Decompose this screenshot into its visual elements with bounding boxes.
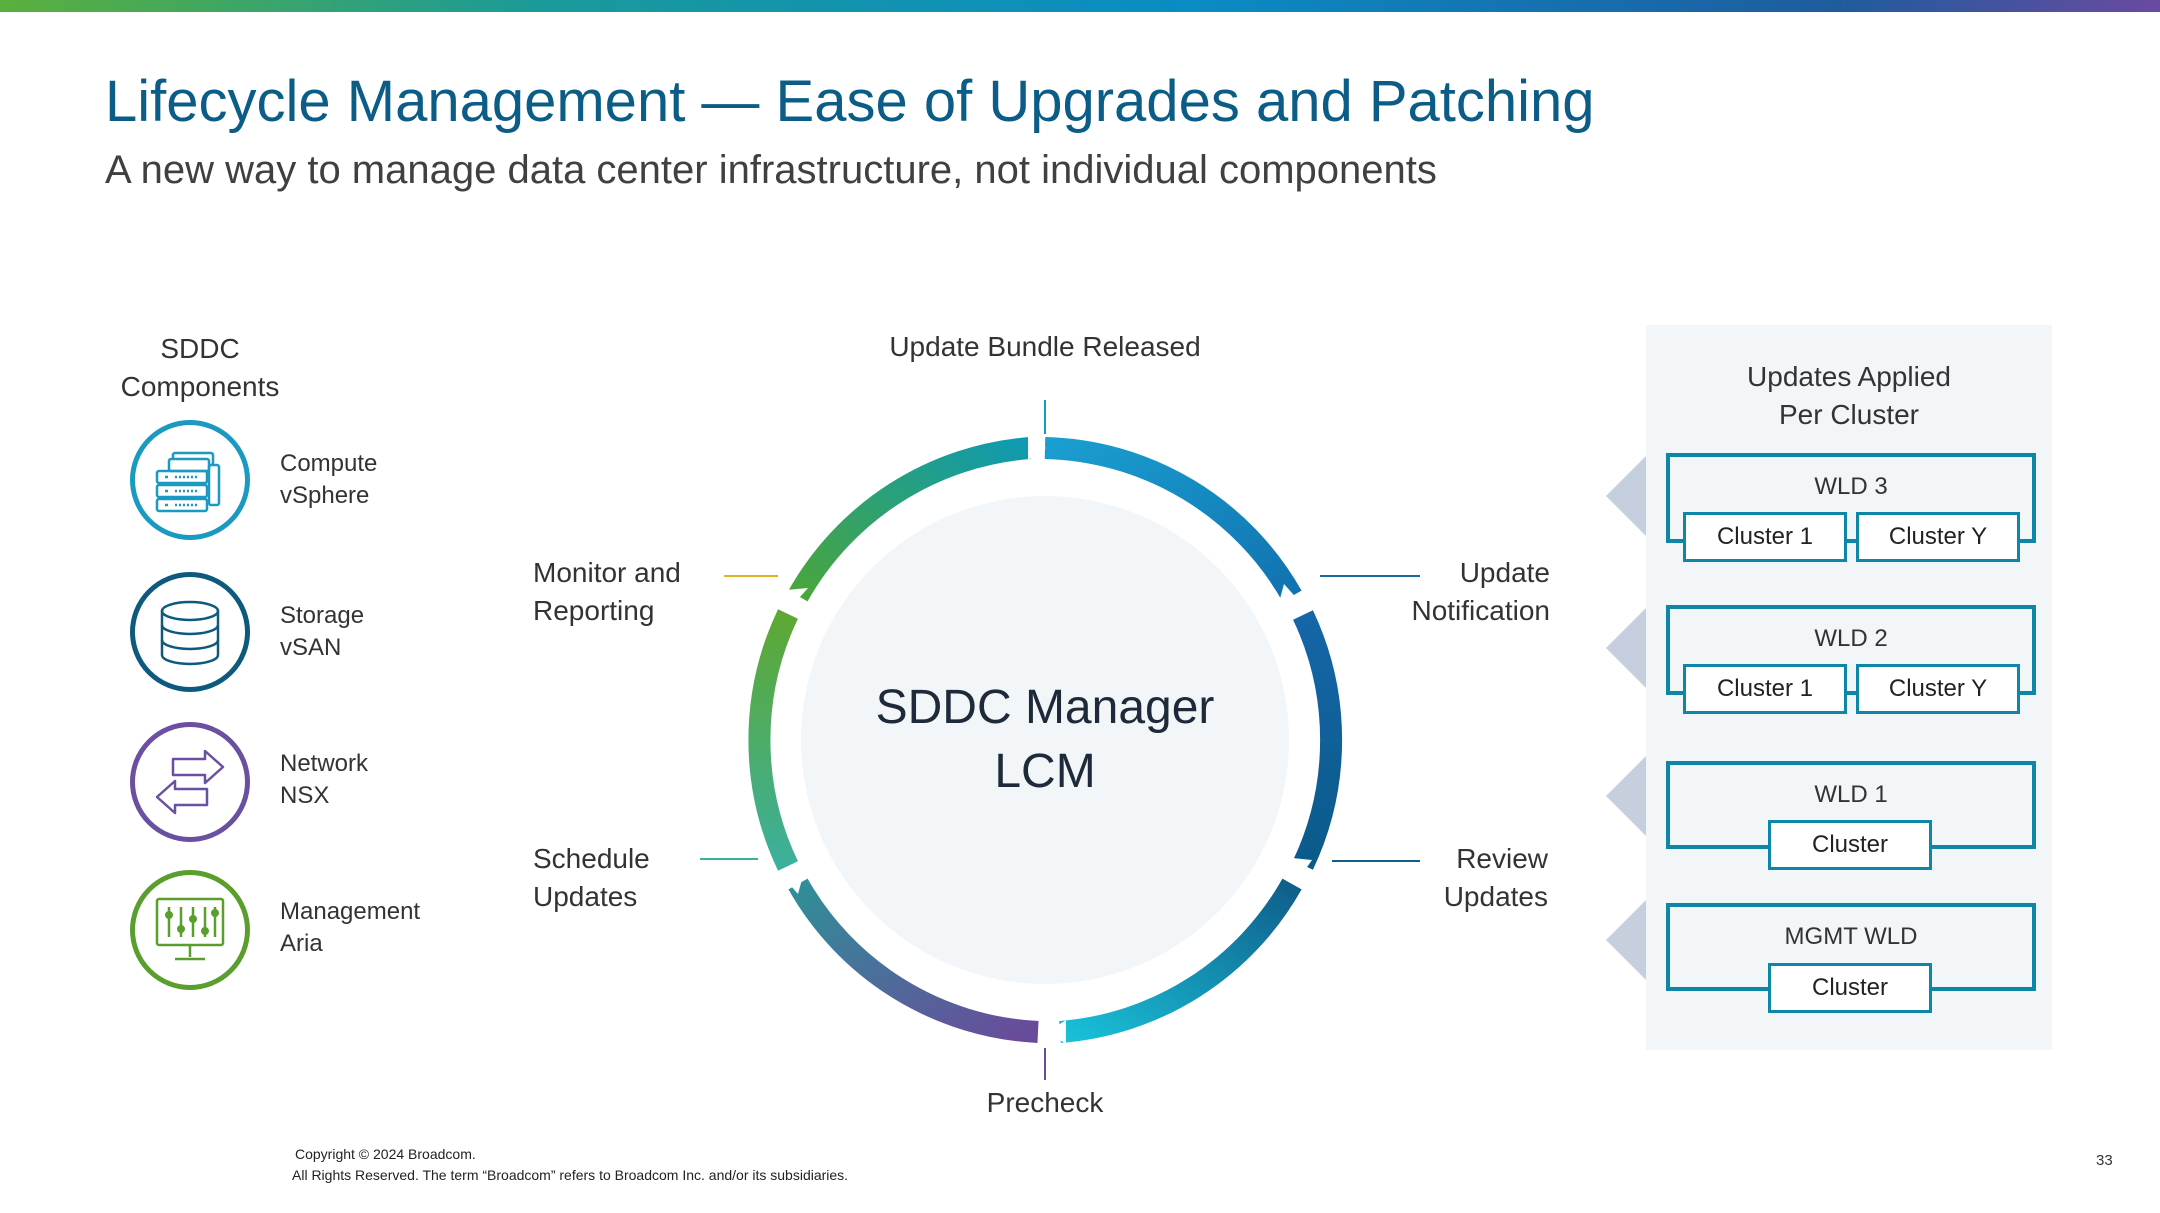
cluster-box: Cluster Y xyxy=(1856,664,2020,714)
ring-segment-review xyxy=(1293,610,1343,870)
rights-text: All Rights Reserved. The term “Broadcom”… xyxy=(292,1167,849,1183)
stage-update-bundle-released: Update Bundle Released xyxy=(889,331,1201,362)
cluster-box: Cluster xyxy=(1768,963,1932,1013)
ring-segment-schedule xyxy=(788,878,1039,1043)
management-label: Management Aria xyxy=(280,898,421,957)
cycle-center-title: SDDC Manager LCM xyxy=(875,681,1215,798)
cluster-box: Cluster Y xyxy=(1856,512,2020,562)
chevron-left-icon xyxy=(1606,456,1646,536)
page-title: Lifecycle Management — Ease of Upgrades … xyxy=(105,69,1595,134)
monitor-sliders-icon xyxy=(155,897,225,961)
copyright-text: Copyright © 2024 Broadcom. xyxy=(295,1146,476,1162)
wld-title: WLD 3 xyxy=(1814,473,1888,500)
page-number: 33 xyxy=(2096,1152,2113,1169)
chevron-left-icon xyxy=(1606,900,1646,980)
ring-segment-monitor xyxy=(748,609,798,871)
ring-arrowhead xyxy=(1292,858,1312,880)
components-heading: SDDC Components xyxy=(120,333,280,402)
stage-review-updates: Review Updates xyxy=(1443,843,1548,912)
database-icon xyxy=(160,600,220,666)
ring-arrowhead xyxy=(1278,584,1300,606)
ring-arrowhead xyxy=(1028,436,1046,460)
stage-precheck: Precheck xyxy=(986,1087,1104,1118)
ring-segment-notify xyxy=(1044,437,1302,602)
storage-label: Storage vSAN xyxy=(280,602,365,661)
lifecycle-ring xyxy=(700,400,1420,1080)
brand-gradient-bar xyxy=(0,0,2160,12)
compute-component xyxy=(130,420,250,540)
wld-title: WLD 1 xyxy=(1814,781,1888,808)
cluster-box: Cluster 1 xyxy=(1683,664,1847,714)
stage-update-notification: Update Notification xyxy=(1411,557,1550,626)
chevron-left-icon xyxy=(1606,756,1646,836)
ring-arrowhead xyxy=(784,872,804,894)
network-label: Network NSX xyxy=(280,750,369,809)
chevron-left-icon xyxy=(1606,608,1646,688)
cluster-box: Cluster 1 xyxy=(1683,512,1847,562)
server-rack-icon xyxy=(155,451,221,513)
cluster-box: Cluster xyxy=(1768,820,1932,870)
ring-arrowhead xyxy=(786,588,808,606)
exchange-arrows-icon xyxy=(155,749,225,815)
wld-title: MGMT WLD xyxy=(1784,923,1918,950)
compute-label: Compute vSphere xyxy=(280,450,378,509)
page-subtitle: A new way to manage data center infrastr… xyxy=(105,148,1437,192)
stage-monitor-reporting: Monitor and Reporting xyxy=(533,557,681,626)
wld-title: WLD 2 xyxy=(1814,625,1888,652)
clusters-panel-heading: Updates Applied Per Cluster xyxy=(1747,361,1951,430)
center-disc xyxy=(801,496,1289,984)
network-component xyxy=(130,722,250,842)
ring-arrowhead xyxy=(1048,1020,1066,1044)
stage-schedule-updates: Schedule Updates xyxy=(533,843,650,912)
ring-segment-precheck xyxy=(1059,878,1302,1043)
management-component xyxy=(130,870,250,990)
storage-component xyxy=(130,572,250,692)
ring-segment-release xyxy=(788,437,1031,602)
